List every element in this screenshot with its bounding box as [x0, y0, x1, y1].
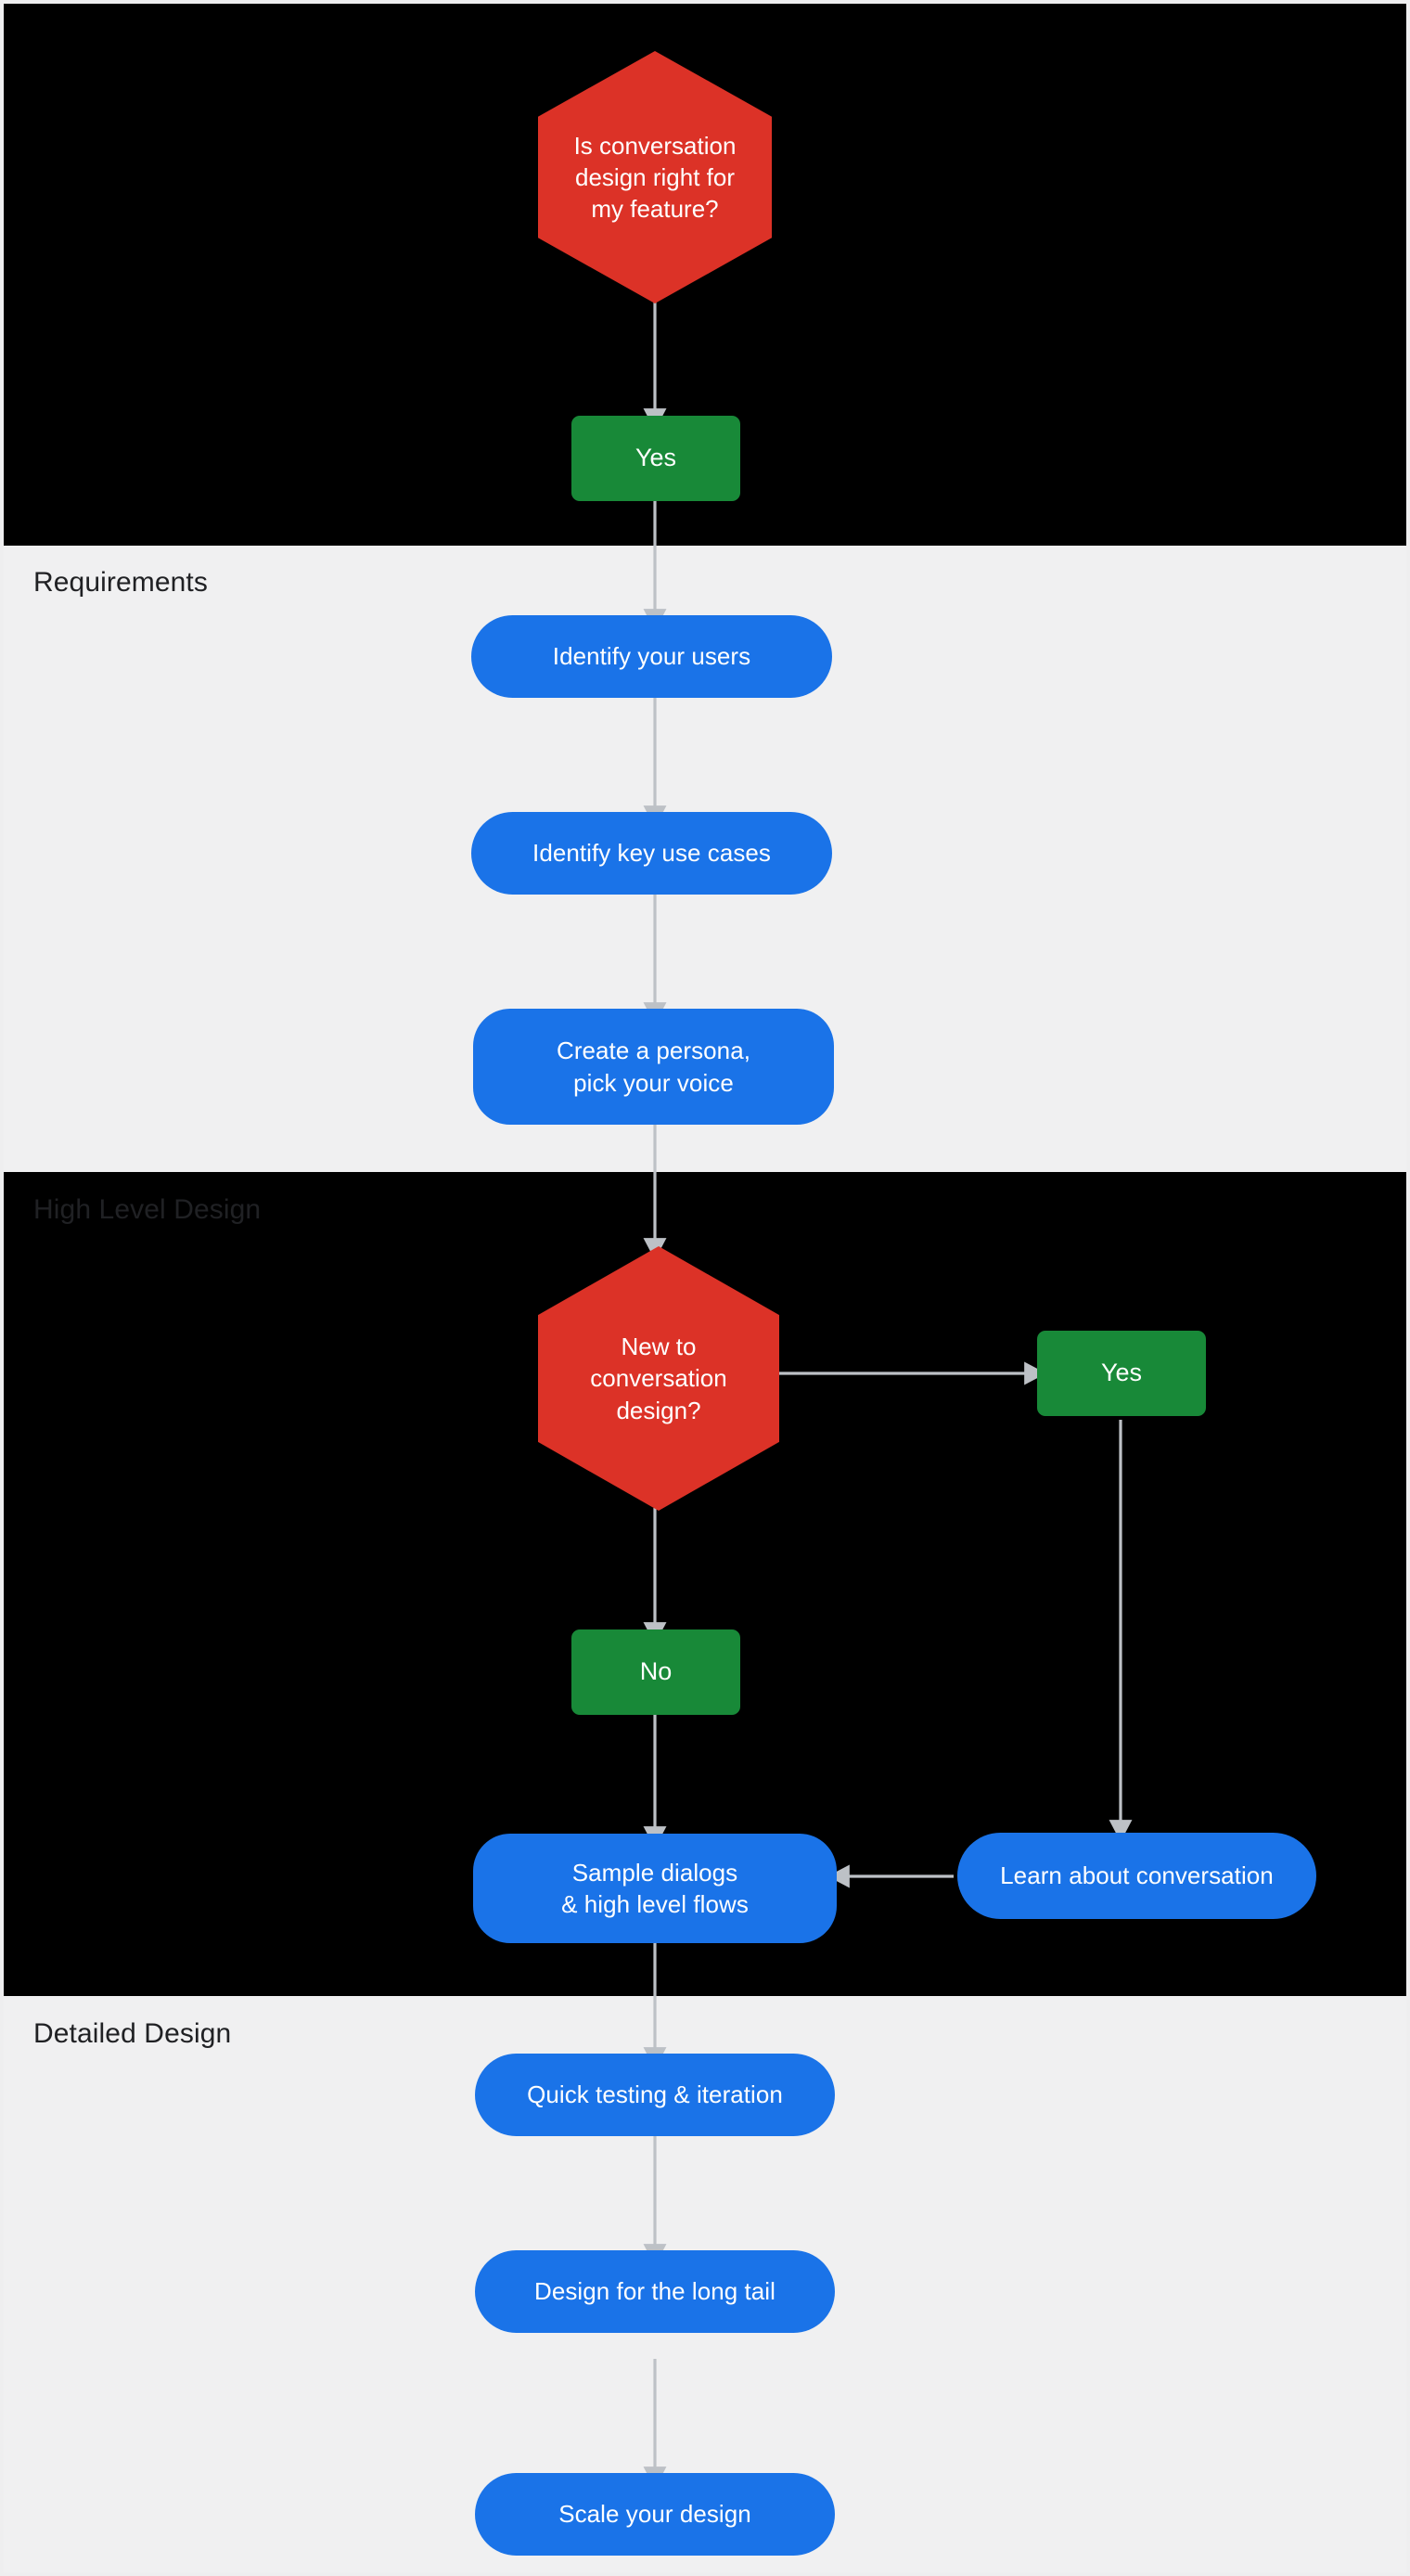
action-learn-about-conversation[interactable]: Learn about conversation: [957, 1833, 1316, 1919]
action-create-persona-pick-voice[interactable]: Create a persona, pick your voice: [473, 1009, 834, 1125]
band-label-requirements: Requirements: [33, 567, 208, 598]
action-quick-testing-iteration[interactable]: Quick testing & iteration: [475, 2054, 835, 2136]
action-scale-your-design[interactable]: Scale your design: [475, 2473, 835, 2556]
decision-new-to-conversation-design-label: New to conversation design?: [590, 1333, 727, 1424]
answer-yes-right-label: Yes: [1100, 1359, 1143, 1387]
action-learn-about-conversation-label: Learn about conversation: [1000, 1861, 1274, 1890]
answer-yes-right[interactable]: Yes: [1037, 1331, 1206, 1416]
action-identify-your-users[interactable]: Identify your users: [471, 615, 832, 698]
answer-no[interactable]: No: [571, 1629, 740, 1715]
band-label-high-level-design: High Level Design: [33, 1194, 262, 1225]
action-identify-your-users-label: Identify your users: [552, 642, 751, 671]
action-scale-your-design-label: Scale your design: [558, 2500, 751, 2529]
action-sample-dialogs-high-level-flows-label: Sample dialogs & high level flows: [561, 1858, 749, 1918]
action-create-persona-pick-voice-label: Create a persona, pick your voice: [557, 1037, 750, 1097]
action-design-for-long-tail[interactable]: Design for the long tail: [475, 2250, 835, 2333]
action-identify-key-use-cases-label: Identify key use cases: [532, 839, 771, 868]
action-sample-dialogs-high-level-flows[interactable]: Sample dialogs & high level flows: [473, 1834, 837, 1943]
answer-yes-top[interactable]: Yes: [571, 416, 740, 501]
action-quick-testing-iteration-label: Quick testing & iteration: [527, 2080, 783, 2109]
answer-yes-top-label: Yes: [634, 444, 677, 472]
action-design-for-long-tail-label: Design for the long tail: [534, 2277, 776, 2306]
decision-is-conversation-design-right-label: Is conversation design right for my feat…: [573, 131, 737, 224]
answer-no-label: No: [639, 1657, 673, 1686]
action-identify-key-use-cases[interactable]: Identify key use cases: [471, 812, 832, 895]
band-label-detailed-design: Detailed Design: [33, 2018, 232, 2049]
